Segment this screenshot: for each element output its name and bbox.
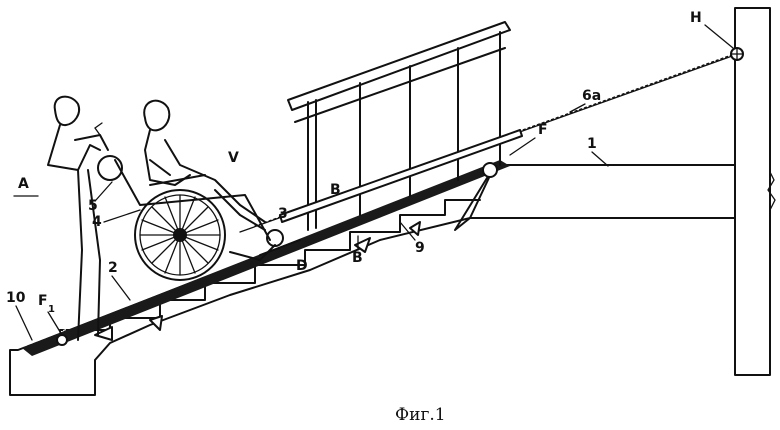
label-3: 3 (278, 206, 288, 222)
label-4: 4 (92, 214, 102, 230)
label-2: 2 (108, 260, 118, 276)
wheelchair (97, 155, 301, 281)
wall (734, 7, 776, 376)
label-9: 9 (415, 240, 425, 256)
label-f1-subscript: 1 (48, 304, 55, 315)
label-f-top: F (538, 122, 548, 138)
figure-caption: Фиг.1 (395, 405, 446, 425)
label-b-upper: B (330, 182, 341, 198)
label-h: H (690, 10, 702, 26)
label-1: 1 (587, 136, 597, 152)
ramp-track (22, 157, 510, 356)
label-b-lower: B (352, 250, 363, 266)
label-a: A (18, 176, 29, 192)
figure-labels: A V H 6a 1 F F 1 10 2 4 5 9 B B D 3 (6, 10, 734, 341)
seated-person (143, 99, 266, 223)
label-6a: 6a (582, 88, 601, 104)
attendant-person (47, 95, 109, 341)
handrail (279, 21, 523, 231)
label-5: 5 (88, 198, 98, 214)
label-10: 10 (6, 290, 26, 306)
upper-landing-slab (454, 164, 736, 231)
label-d: D (296, 258, 308, 274)
label-v: V (228, 150, 239, 166)
label-f1: F (38, 293, 48, 309)
